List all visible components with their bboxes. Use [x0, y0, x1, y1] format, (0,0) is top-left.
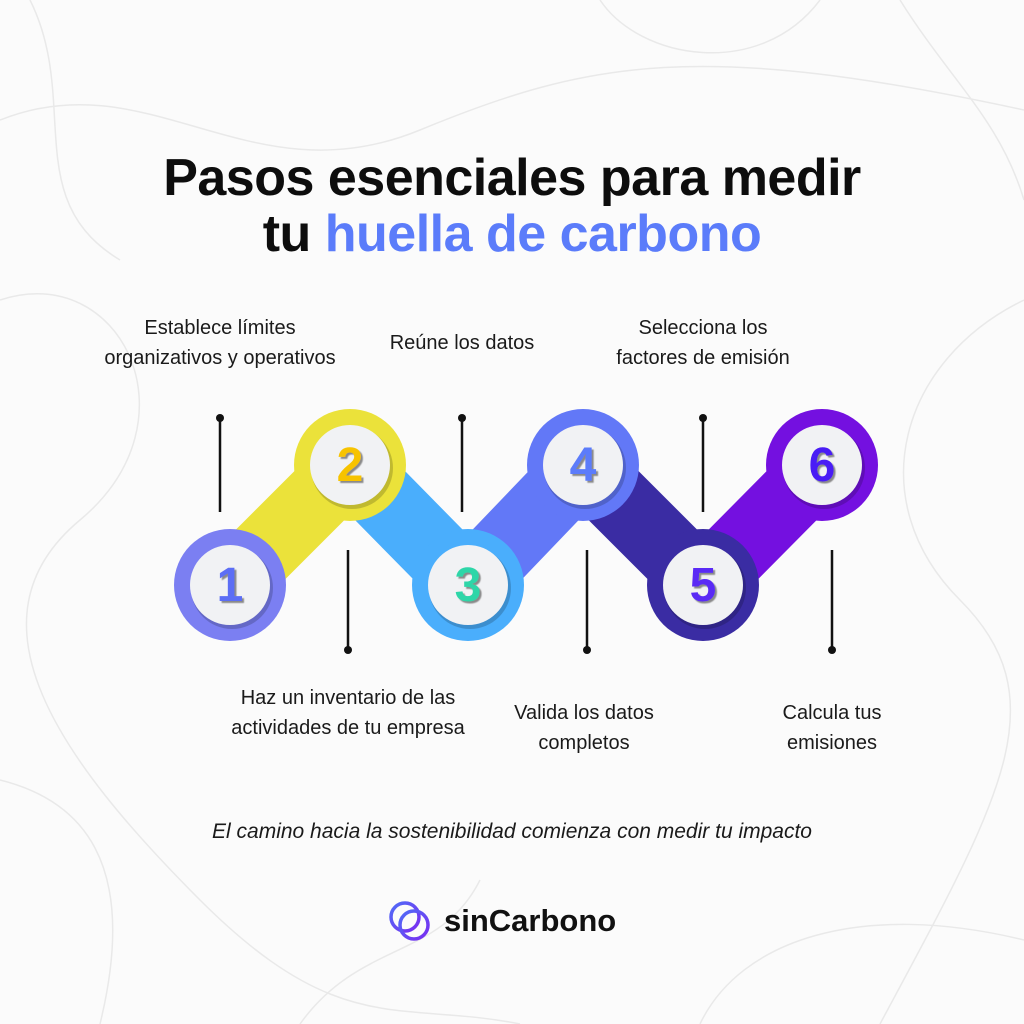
leader-dot-2: [344, 646, 352, 654]
title-highlight: huella de carbono: [324, 205, 762, 263]
leader-dot-5: [699, 414, 707, 422]
title-line-2: tu huella de carbono: [0, 206, 1024, 262]
title-line-1: Pasos esenciales para medir: [163, 149, 861, 207]
step-1-number: 1: [217, 559, 244, 612]
brand-name: sinCarbono: [444, 903, 617, 938]
step-6-label: Calcula tus emisiones: [782, 702, 882, 754]
step-4-label: Valida los datos completos: [514, 702, 654, 754]
step-4-number: 4: [570, 439, 597, 492]
step-2-badge: [310, 425, 390, 505]
step-2-label: Haz un inventario de las actividades de …: [231, 687, 465, 739]
leader-dot-4: [583, 646, 591, 654]
step-5-badge: [663, 545, 743, 625]
page-title: Pasos esenciales para medir tu huella de…: [0, 150, 1024, 262]
step-5-number: 5: [690, 559, 717, 612]
step-1-label: Establece límites organizativos y operat…: [104, 317, 336, 369]
step-5-label: Selecciona los factores de emisión: [616, 317, 790, 369]
step-2-number: 2: [337, 439, 364, 492]
step-4-badge: [543, 425, 623, 505]
brand-rings-icon: [389, 901, 430, 941]
tagline: El camino hacia la sostenibilidad comien…: [212, 820, 812, 843]
title-prefix: tu: [262, 205, 325, 263]
leader-dot-6: [828, 646, 836, 654]
brand-logo: sinCarbono: [386, 897, 616, 945]
step-1-badge: [190, 545, 270, 625]
step-3-number: 3: [455, 559, 482, 612]
leader-dot-1: [216, 414, 224, 422]
step-6-number: 6: [809, 439, 836, 492]
step-6-badge: [782, 425, 862, 505]
step-3-badge: [428, 545, 508, 625]
step-3-label: Reúne los datos: [389, 332, 535, 354]
leader-dot-3: [458, 414, 466, 422]
